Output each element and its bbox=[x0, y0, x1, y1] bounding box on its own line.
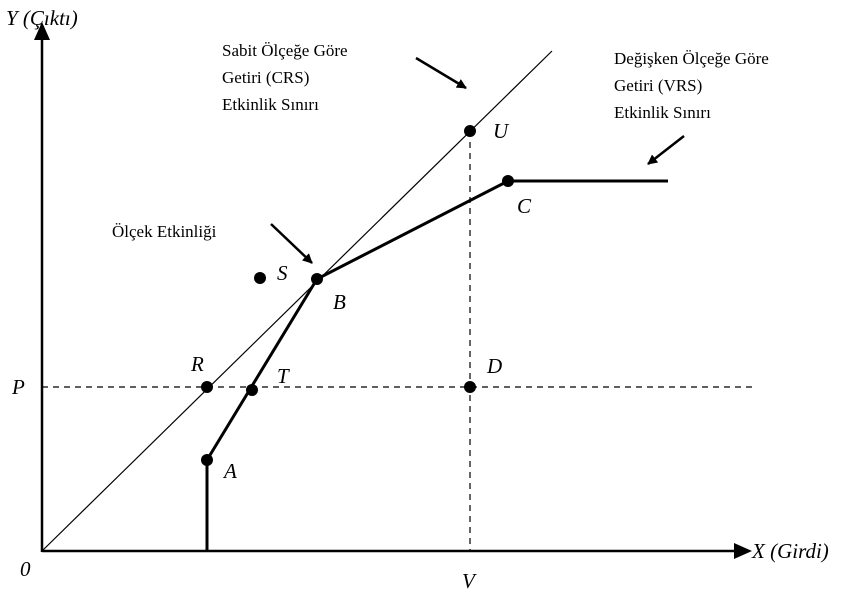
vrs-annotation-line-1: Değişken Ölçeğe Göre bbox=[614, 49, 769, 68]
x-axis-arrow-icon bbox=[734, 543, 752, 559]
point-s-marker bbox=[254, 272, 266, 284]
crs-frontier-line bbox=[41, 50, 553, 552]
v-label: V bbox=[462, 569, 477, 593]
point-b-marker bbox=[311, 273, 323, 285]
crs-pointer-arrow-icon bbox=[415, 56, 467, 90]
point-u-marker bbox=[464, 125, 476, 137]
crs-annotation-line-3: Etkinlik Sınırı bbox=[222, 95, 319, 114]
point-d-marker bbox=[464, 381, 476, 393]
crs-annotation-line-1: Sabit Ölçeğe Göre bbox=[222, 41, 348, 60]
point-b-label: B bbox=[333, 290, 346, 314]
point-d-label: D bbox=[486, 354, 502, 378]
point-a-label: A bbox=[222, 459, 237, 483]
y-axis-arrow-icon bbox=[34, 22, 50, 40]
crs-annotation-line-2: Getiri (CRS) bbox=[222, 68, 309, 87]
point-c-label: C bbox=[517, 194, 532, 218]
origin-label: 0 bbox=[20, 557, 31, 581]
vrs-annotation-line-2: Getiri (VRS) bbox=[614, 76, 702, 95]
x-axis-label: X (Girdi) bbox=[751, 539, 829, 563]
p-label: P bbox=[11, 375, 25, 399]
point-r-label: R bbox=[190, 352, 204, 376]
y-axis-label: Y (Çıktı) bbox=[6, 6, 78, 30]
point-t-marker bbox=[246, 384, 258, 396]
scale-pointer-arrow-icon bbox=[270, 223, 313, 264]
point-c-marker bbox=[502, 175, 514, 187]
point-a-marker bbox=[201, 454, 213, 466]
vrs-annotation-line-3: Etkinlik Sınırı bbox=[614, 103, 711, 122]
point-r-marker bbox=[201, 381, 213, 393]
point-s-label: S bbox=[277, 261, 288, 285]
scale-efficiency-annotation: Ölçek Etkinliği bbox=[112, 222, 217, 241]
vrs-pointer-arrow-icon bbox=[647, 135, 685, 165]
point-u-label: U bbox=[493, 119, 510, 143]
point-t-label: T bbox=[277, 364, 290, 388]
